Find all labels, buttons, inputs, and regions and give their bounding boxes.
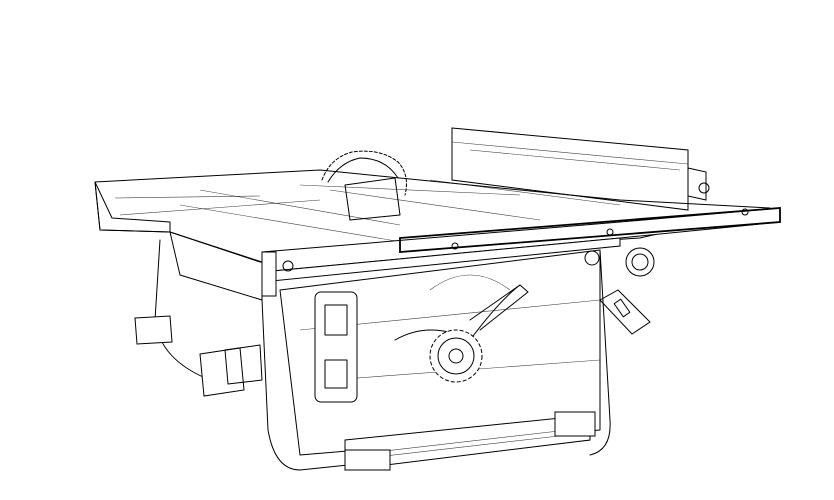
fence-lock-knob <box>584 247 655 277</box>
height-adjust-wheel <box>394 284 529 383</box>
table-top <box>94 169 771 263</box>
power-switch-assembly <box>314 291 358 403</box>
feet <box>344 411 596 471</box>
saw-blade <box>321 150 407 221</box>
rear-fence <box>451 127 710 211</box>
front-rail <box>261 207 781 297</box>
bevel-lock-lever <box>599 289 651 335</box>
side-brackets <box>134 315 263 397</box>
